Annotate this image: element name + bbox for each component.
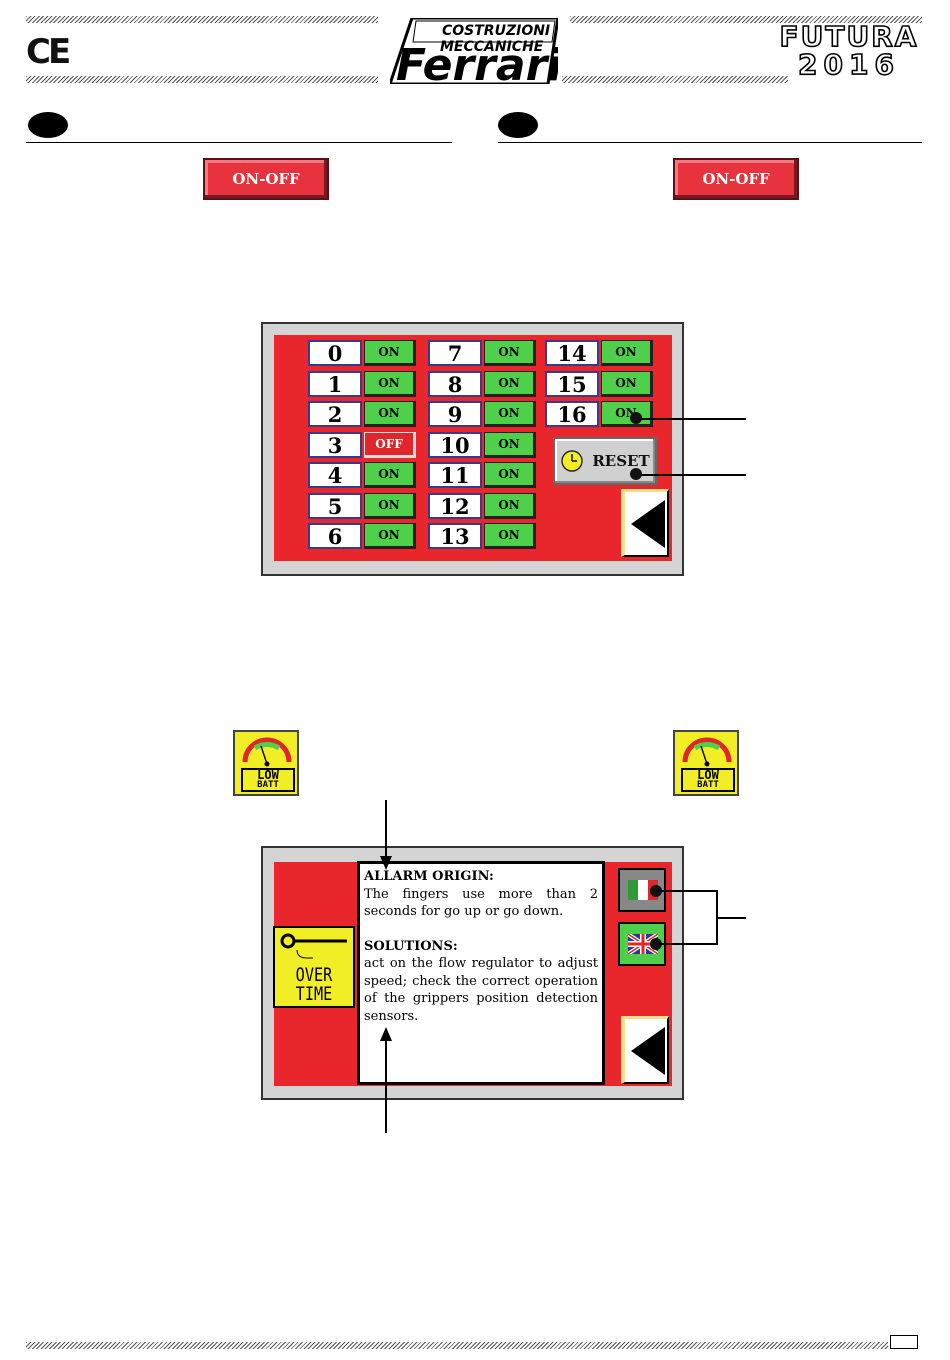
input-4-state-button[interactable]: ON <box>364 462 416 488</box>
input-number-6: 6 <box>308 523 362 549</box>
alarm-description-box: ALLARM ORIGIN: The fingers use more than… <box>357 861 605 1085</box>
solutions-heading: SOLUTIONS: <box>364 938 458 954</box>
back-button-alarm[interactable] <box>621 1016 669 1084</box>
input-number-5: 5 <box>308 493 362 519</box>
low-battery-label: LOW BATT <box>241 768 295 792</box>
callout-line-input-16 <box>636 418 746 420</box>
back-arrow-icon <box>631 1027 665 1075</box>
input-number-13: 13 <box>428 523 482 549</box>
input-number-3: 3 <box>308 432 362 458</box>
ferrari-logo: COSTRUZIONI MECCANICHE Ferrari <box>390 18 558 84</box>
battery-gauge-icon <box>242 737 292 767</box>
input-9-state-button[interactable]: ON <box>484 401 536 427</box>
page-number-box <box>890 1335 918 1349</box>
input-number-1: 1 <box>308 371 362 397</box>
callout-dot-reset <box>630 468 642 480</box>
callout-line-italian <box>656 890 718 892</box>
uk-flag-icon <box>628 934 658 954</box>
model-name: FUTURA <box>779 20 919 53</box>
input-6-state-button[interactable]: ON <box>364 523 416 549</box>
header-hatch-top-right <box>570 16 922 23</box>
input-number-11: 11 <box>428 462 482 488</box>
callout-arrow-origin <box>385 800 387 858</box>
input-14-state-button[interactable]: ON <box>601 340 653 366</box>
model-year: 2016 <box>797 48 900 81</box>
reset-label: RESET <box>592 452 650 470</box>
alarm-origin-heading: ALLARM ORIGIN: <box>364 869 494 884</box>
overtime-alarm-icon: OVER TIME <box>273 926 355 1008</box>
svg-text:COSTRUZIONI: COSTRUZIONI <box>442 23 550 39</box>
section-rule-left <box>26 142 452 143</box>
on-off-button-right[interactable]: ON-OFF <box>673 158 799 200</box>
header-hatch-bottom-right <box>562 76 788 83</box>
callout-arrowhead-origin <box>380 856 392 870</box>
svg-text:MECCANICHE: MECCANICHE <box>440 39 544 55</box>
footer-hatch <box>26 1342 888 1349</box>
input-number-8: 8 <box>428 371 482 397</box>
battery-gauge-icon <box>682 737 732 767</box>
input-11-state-button[interactable]: ON <box>484 462 536 488</box>
svg-text:Ferrari: Ferrari <box>396 40 558 84</box>
section-marker-left <box>28 112 68 138</box>
input-number-10: 10 <box>428 432 482 458</box>
low-battery-icon-left: LOW BATT <box>233 730 299 796</box>
callout-line-languages <box>716 917 746 919</box>
input-8-state-button[interactable]: ON <box>484 371 536 397</box>
input-number-2: 2 <box>308 401 362 427</box>
input-7-state-button[interactable]: ON <box>484 340 536 366</box>
key-icon <box>280 933 347 959</box>
solutions-text: act on the flow regulator to adjust spee… <box>364 956 598 1024</box>
header-hatch-bottom-left <box>26 76 378 83</box>
clock-icon <box>561 450 584 472</box>
input-number-0: 0 <box>308 340 362 366</box>
input-1-state-button[interactable]: ON <box>364 371 416 397</box>
input-number-15: 15 <box>545 371 599 397</box>
input-15-state-button[interactable]: ON <box>601 371 653 397</box>
overtime-label: OVER TIME <box>295 964 333 1005</box>
input-number-7: 7 <box>428 340 482 366</box>
input-3-state-button[interactable]: OFF <box>364 432 416 458</box>
callout-arrow-solutions <box>385 1040 387 1133</box>
input-13-state-button[interactable]: ON <box>484 523 536 549</box>
input-5-state-button[interactable]: ON <box>364 493 416 519</box>
ce-mark: CE <box>26 32 71 72</box>
input-12-state-button[interactable]: ON <box>484 493 536 519</box>
input-number-14: 14 <box>545 340 599 366</box>
input-number-12: 12 <box>428 493 482 519</box>
callout-dot-input-16 <box>630 412 642 424</box>
input-2-state-button[interactable]: ON <box>364 401 416 427</box>
low-battery-label: LOW BATT <box>681 768 735 792</box>
callout-line-english <box>656 943 718 945</box>
input-10-state-button[interactable]: ON <box>484 432 536 458</box>
callout-arrowhead-solutions <box>380 1027 392 1041</box>
input-16-state-button[interactable]: ON <box>601 401 653 427</box>
section-marker-right <box>498 112 538 138</box>
callout-line-reset <box>636 474 746 476</box>
input-number-9: 9 <box>428 401 482 427</box>
input-number-16: 16 <box>545 401 599 427</box>
header-hatch-top-left <box>26 16 378 23</box>
input-number-4: 4 <box>308 462 362 488</box>
reset-button[interactable]: RESET <box>553 437 657 485</box>
on-off-button-left[interactable]: ON-OFF <box>203 158 329 200</box>
input-0-state-button[interactable]: ON <box>364 340 416 366</box>
back-arrow-icon <box>631 500 665 548</box>
back-button-io[interactable] <box>621 489 669 557</box>
low-battery-icon-right: LOW BATT <box>673 730 739 796</box>
section-rule-right <box>498 142 922 143</box>
alarm-origin-text: The fingers use more than 2 seconds for … <box>364 886 598 920</box>
